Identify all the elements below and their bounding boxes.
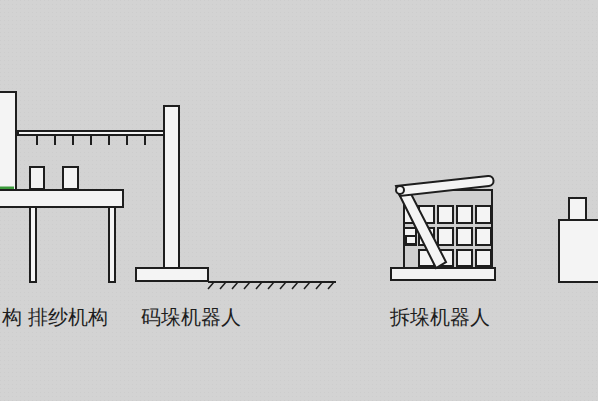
hook xyxy=(72,135,74,145)
mechanism-label: 构 xyxy=(2,305,22,329)
robot-joint xyxy=(396,186,404,194)
stacking-robot xyxy=(18,106,208,281)
yarn-bobbin xyxy=(63,167,78,189)
next-station xyxy=(559,198,598,282)
hook xyxy=(36,135,38,145)
column xyxy=(164,106,179,268)
machine-frame xyxy=(0,92,16,190)
table-leg xyxy=(109,207,115,282)
robot-upper-arm xyxy=(396,176,494,196)
hook xyxy=(90,135,92,145)
yarn-bobbin xyxy=(30,167,44,189)
yarn-table xyxy=(0,167,123,282)
yarn-arranging-label: 排纱机构 xyxy=(28,305,108,329)
column-base xyxy=(136,268,208,281)
hook xyxy=(54,135,56,145)
hook xyxy=(126,135,128,145)
gantry-rail xyxy=(18,131,164,135)
robot-lower-arm xyxy=(398,188,446,268)
table-leg xyxy=(30,207,36,282)
ground-hatch xyxy=(208,282,336,289)
bobbin xyxy=(569,198,586,220)
robot-joint-block xyxy=(406,236,416,244)
unstacking-robot xyxy=(391,176,495,280)
unstacking-robot-label: 拆垛机器人 xyxy=(390,305,490,329)
hook xyxy=(108,135,110,145)
robot-base xyxy=(391,268,495,280)
station-box xyxy=(559,220,598,282)
table-top xyxy=(0,190,123,207)
hook xyxy=(144,135,146,145)
stacking-robot-label: 码垛机器人 xyxy=(141,305,241,329)
winding-machine xyxy=(0,92,16,190)
